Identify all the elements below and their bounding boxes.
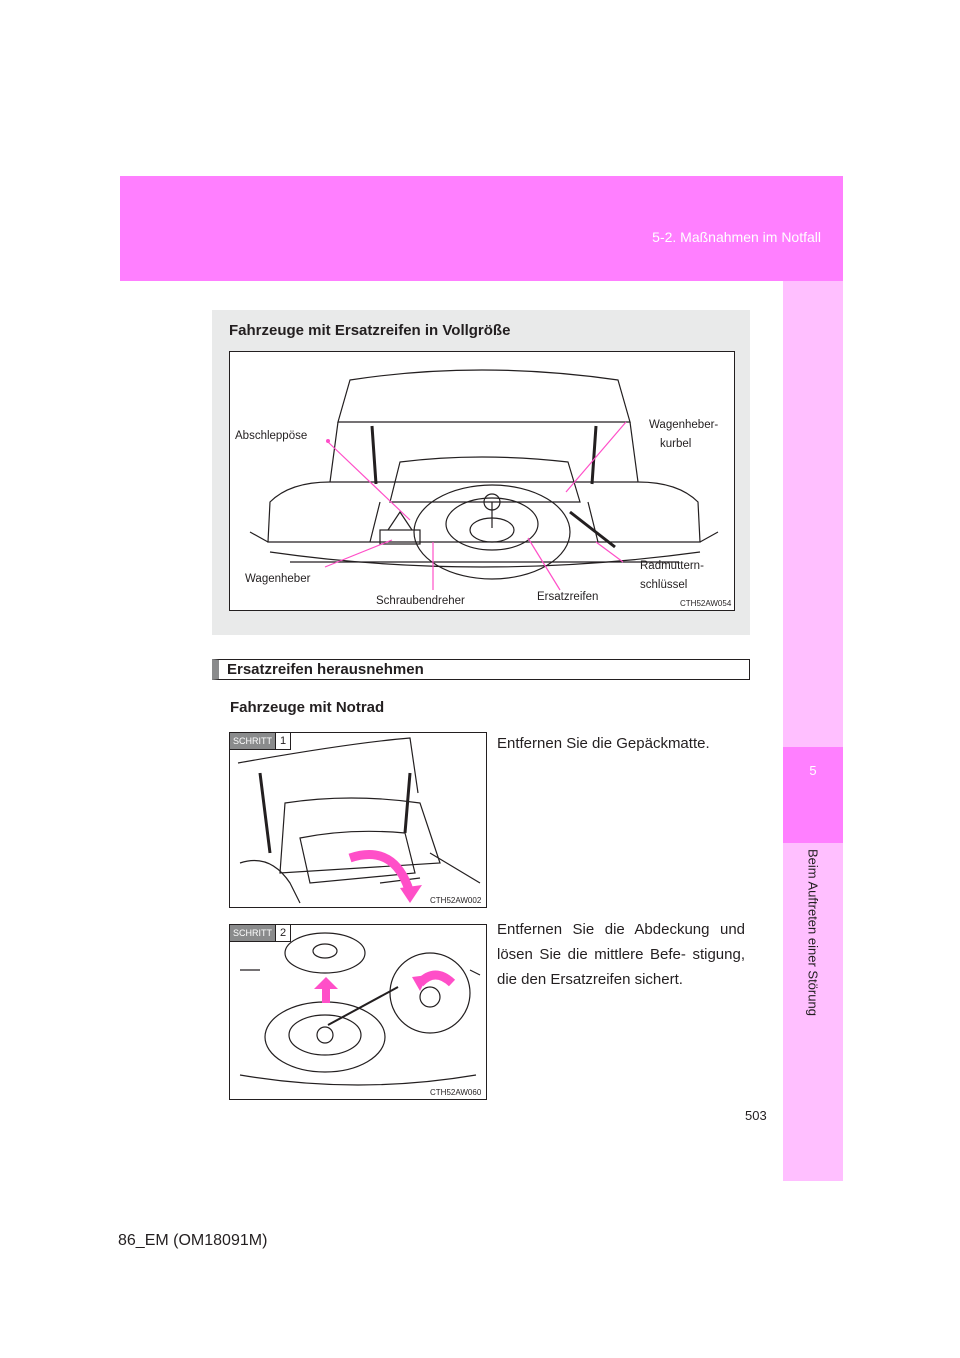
step-2-figure-code: CTH52AW060	[430, 1088, 482, 1097]
section-heading-text: Ersatzreifen herausnehmen	[227, 661, 424, 678]
step-1-figure-code: CTH52AW002	[430, 896, 482, 905]
trunk-overview-drawing	[249, 369, 719, 591]
callout-wagenheber-kurbel-line2: kurbel	[660, 438, 692, 450]
step-1-badge: SCHRITT 1	[230, 733, 292, 750]
header-band: 5-2. Maßnahmen im Notfall	[120, 176, 843, 281]
step-1-text: Entfernen Sie die Gepäckmatte.	[497, 735, 710, 752]
step-2-illustration: CTH52AW060 SCHRITT 2	[229, 924, 487, 1100]
step-2-drawing: CTH52AW060	[239, 932, 482, 1097]
chapter-side-tab	[783, 281, 843, 1181]
callout-abschleppoese: Abschleppöse	[235, 430, 308, 442]
chapter-title: Beim Auftreten einer Störung	[783, 843, 843, 1018]
subheading: Fahrzeuge mit Notrad	[230, 699, 385, 716]
callout-schraubendreher: Schraubendreher	[376, 595, 465, 607]
callout-wagenheber: Wagenheber	[245, 573, 311, 585]
page-number: 503	[745, 1108, 767, 1123]
fullsize-spare-box: Fahrzeuge mit Ersatzreifen in Vollgröße	[212, 310, 750, 635]
callout-radmuttern-line1: Radmuttern-	[640, 560, 704, 572]
callout-wagenheber-kurbel-line1: Wagenheber-	[649, 419, 719, 431]
section-heading: Ersatzreifen herausnehmen	[212, 659, 750, 680]
step-badge-number: 1	[275, 733, 291, 749]
chapter-title-text: Beim Auftreten einer Störung	[805, 849, 821, 1016]
leader-dot	[326, 439, 330, 443]
step-1-drawing: CTH52AW002	[237, 737, 482, 905]
step-2-text: Entfernen Sie die Abdeckung und lösen Si…	[497, 921, 745, 988]
section-title: 5-2. Maßnahmen im Notfall	[652, 229, 821, 245]
step-badge-number: 2	[275, 925, 291, 941]
chapter-number: 5	[809, 763, 817, 778]
callout-radmuttern-line2: schlüssel	[640, 579, 688, 591]
step-badge-label: SCHRITT	[230, 925, 275, 941]
step-2-badge: SCHRITT 2	[230, 925, 292, 942]
step-badge-label: SCHRITT	[230, 733, 275, 749]
chapter-number-box: 5	[783, 747, 843, 843]
callout-ersatzreifen: Ersatzreifen	[537, 591, 599, 603]
footer-document-code: 86_EM (OM18091M)	[118, 1232, 268, 1249]
step-1-illustration: CTH52AW002 SCHRITT 1	[229, 732, 487, 908]
figure-code: CTH52AW054	[680, 599, 732, 608]
trunk-overview-illustration: Abschleppöse Wagenheber- kurbel Wagenheb…	[229, 351, 735, 611]
fullsize-spare-heading: Fahrzeuge mit Ersatzreifen in Vollgröße	[229, 322, 511, 339]
